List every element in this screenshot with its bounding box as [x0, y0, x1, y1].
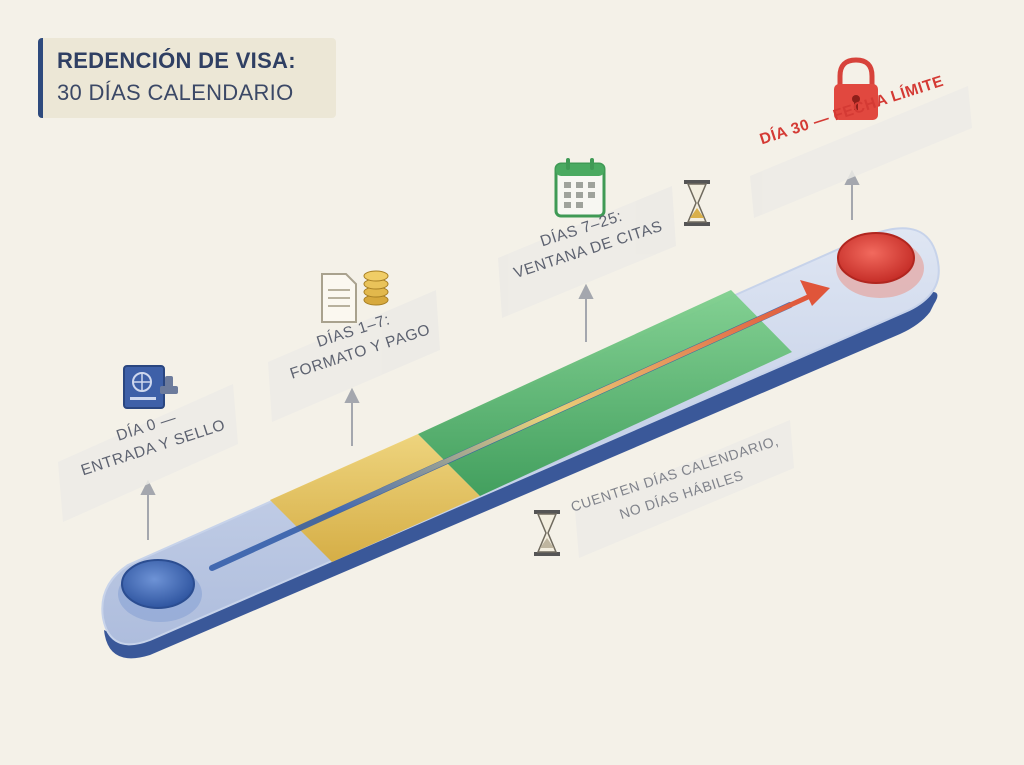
- panel-note: [575, 420, 794, 558]
- progress-arrowhead: [800, 280, 830, 306]
- panel-days7-25: [498, 186, 676, 318]
- panel-days1-7: [268, 290, 440, 422]
- pointer-arrows: [140, 169, 860, 540]
- deadline-button: [837, 232, 915, 284]
- hourglass-icon-top: [684, 180, 710, 226]
- lock-icon: [834, 57, 878, 120]
- panel-day0: [58, 384, 238, 522]
- title-main: REDENCIÓN DE VISA:: [57, 48, 296, 73]
- passport-stamp-icon: [123, 365, 178, 409]
- panel-day30: [750, 86, 972, 218]
- calendar-icon: [554, 158, 606, 218]
- title-card: REDENCIÓN DE VISA: 30 DÍAS CALENDARIO: [38, 38, 336, 118]
- document-coins-icon: [321, 270, 389, 323]
- progress-arrow-line: [327, 294, 811, 517]
- start-button: [121, 559, 195, 609]
- title-sub: 30 DÍAS CALENDARIO: [57, 80, 294, 105]
- segment-days-7-25: [418, 290, 792, 496]
- hourglass-icon: [534, 510, 560, 556]
- segment-days-1-7: [270, 434, 480, 562]
